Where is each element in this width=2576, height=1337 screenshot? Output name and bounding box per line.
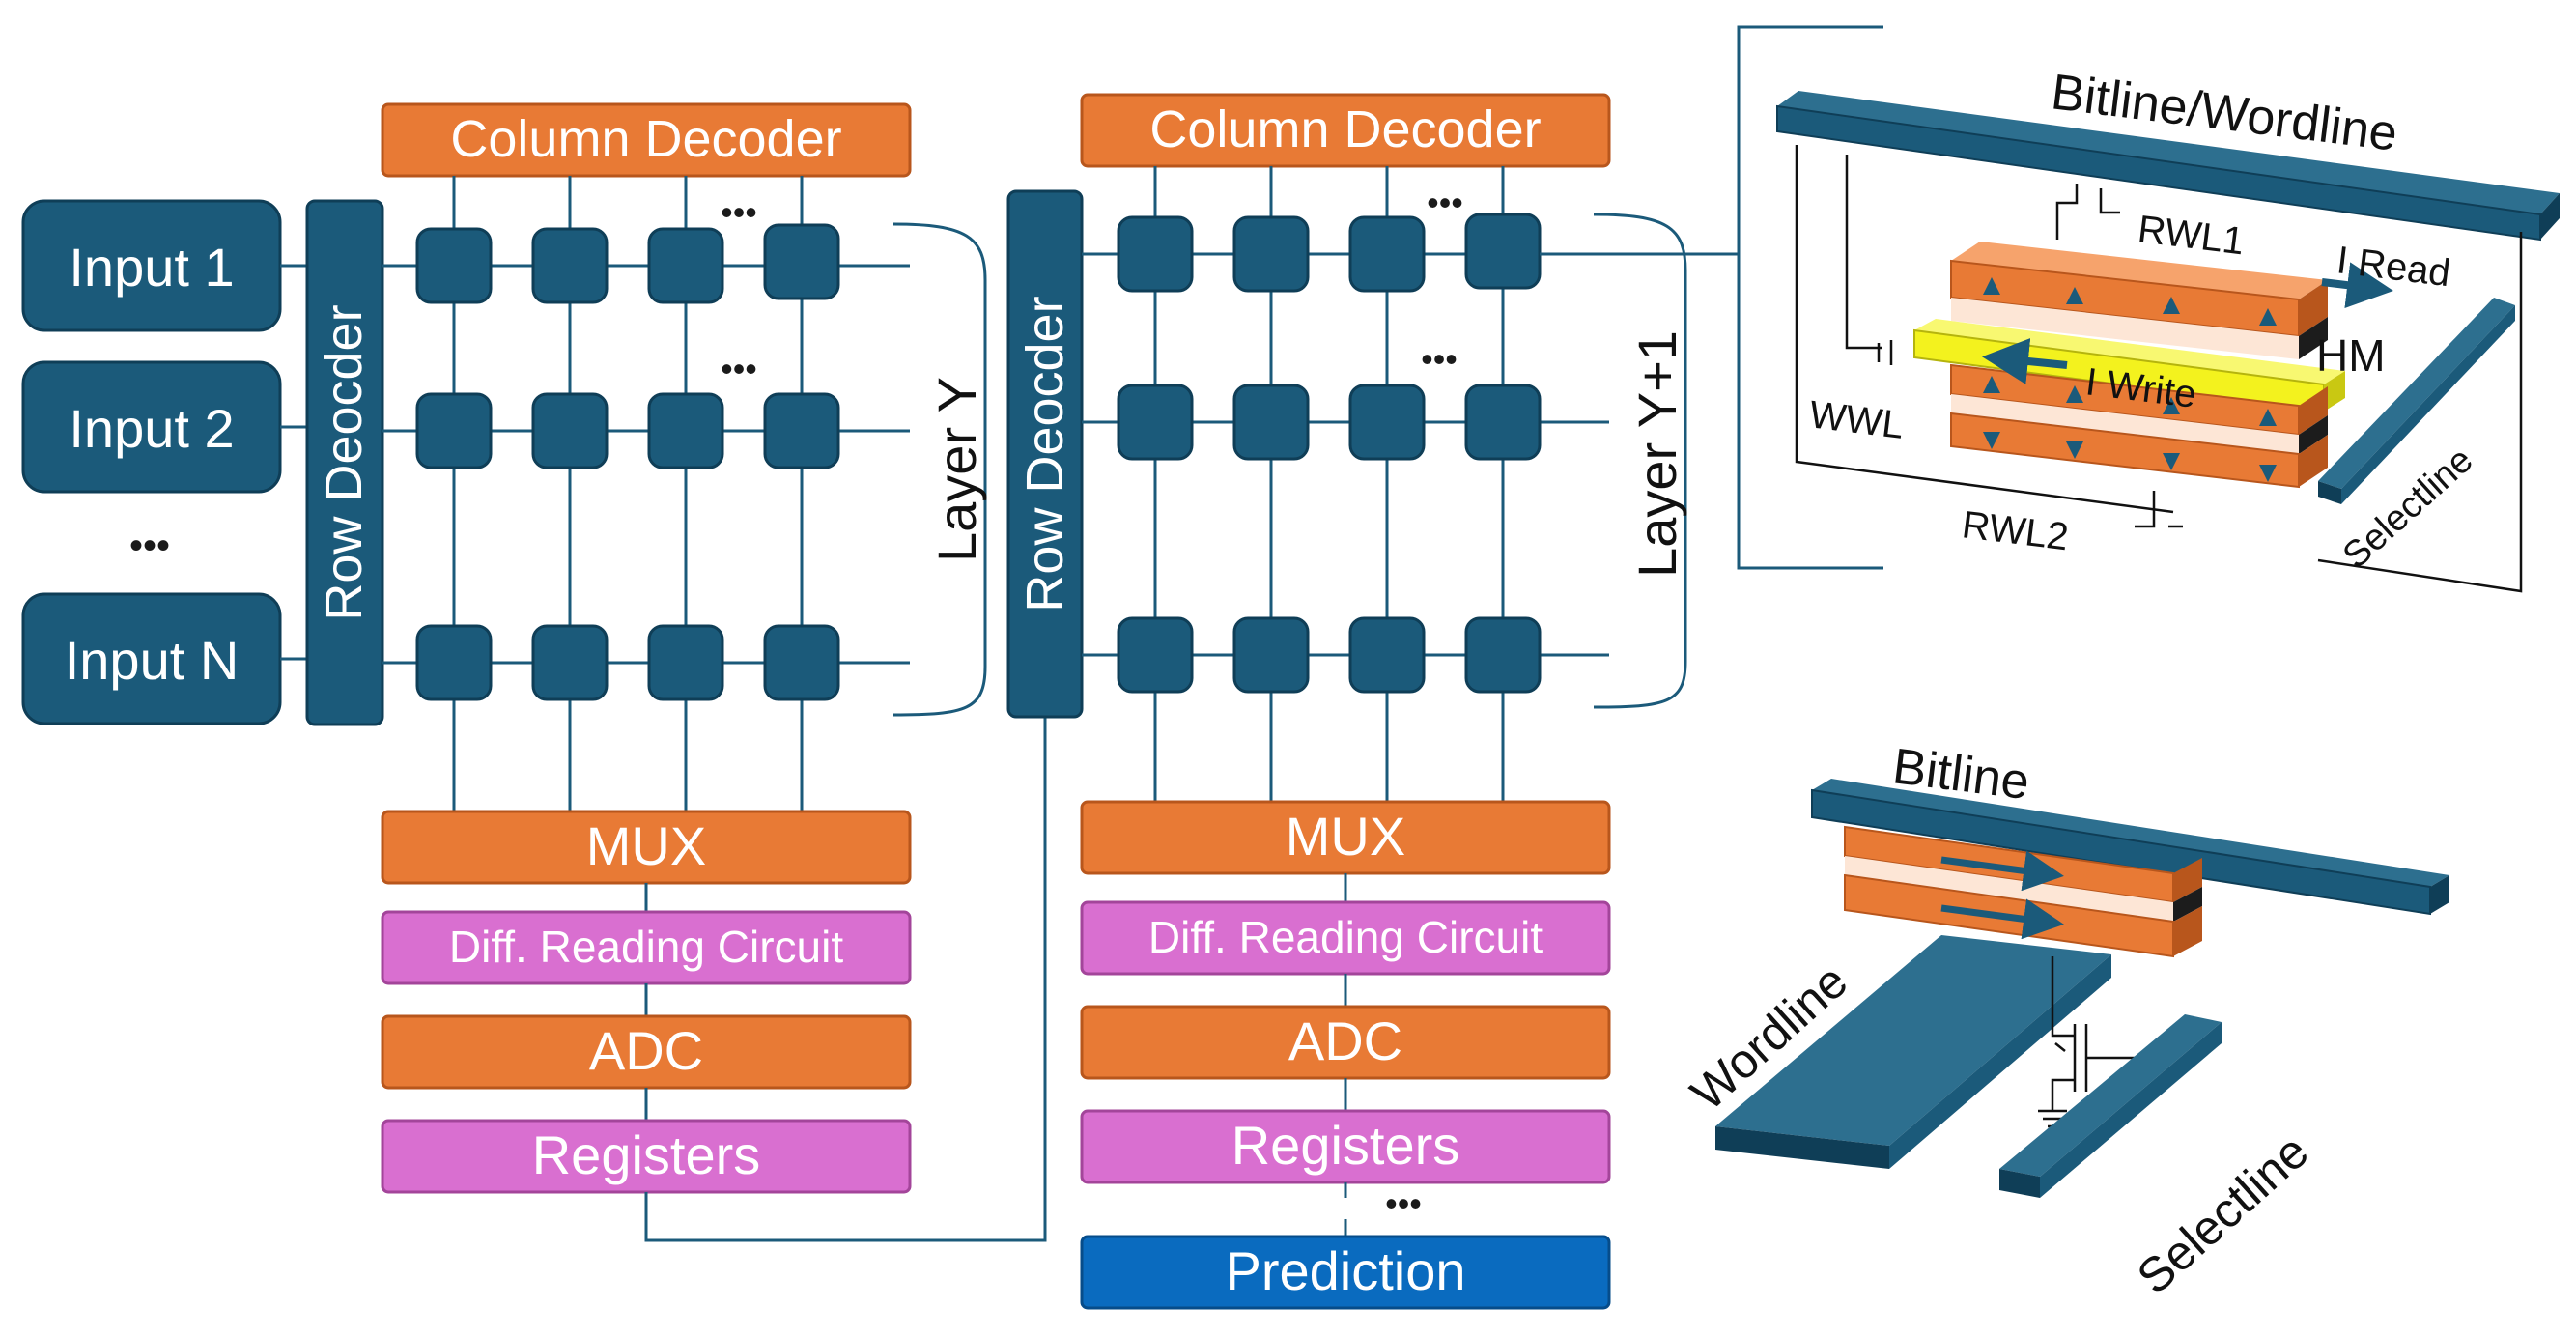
left-layer-label: Layer Y: [926, 377, 987, 562]
cell: [1464, 213, 1542, 290]
left-col-ellipsis-2: •••: [721, 349, 757, 388]
left-row-decoder: [305, 199, 384, 726]
left-mux-label: MUX: [586, 815, 706, 876]
cell: [1348, 384, 1426, 461]
right-col-ellipsis-2: •••: [1421, 339, 1458, 379]
i-write-arrow: [1982, 338, 2068, 384]
cell: [763, 624, 840, 701]
right-row-decoder-label: Row Deocder: [1016, 296, 1074, 612]
bottom-wordline-bar: [1715, 935, 2111, 1146]
right-diff-reading-label: Diff. Reading Circuit: [1148, 912, 1543, 962]
bottom-mtj-arrow-2: [1940, 898, 2064, 940]
rwl2-label: RWL2: [1960, 503, 2071, 558]
cell: [1117, 384, 1194, 461]
feedback-wire: [644, 717, 1047, 1242]
rwl1-label: RWL1: [2136, 208, 2247, 263]
input-n-label: Input N: [65, 630, 240, 691]
right-layer-brace: [1593, 213, 1687, 709]
cell: [1348, 616, 1426, 694]
cell: [531, 624, 609, 701]
left-column-decoder-label: Column Decoder: [450, 110, 841, 168]
i-read-arrow: [2321, 262, 2393, 309]
wwl-label: WWL: [1807, 393, 1906, 447]
mtj-stack: [1913, 242, 2345, 489]
bottom-selectline-bar: [1999, 1014, 2222, 1177]
left-diff-reading-label: Diff. Reading Circuit: [449, 922, 843, 972]
right-cells: [1117, 213, 1542, 694]
input-connectors: [280, 264, 307, 661]
cell: [647, 227, 724, 304]
cell: [1232, 384, 1310, 461]
input-2-label: Input 2: [69, 398, 234, 459]
input-ellipsis: •••: [129, 525, 170, 567]
left-adc-label: ADC: [589, 1020, 703, 1081]
detail-bracket: [1737, 25, 1883, 570]
right-column-decoder-label: Column Decoder: [1149, 100, 1541, 158]
left-cells: [415, 223, 840, 701]
right-row-decoder: [1006, 189, 1084, 719]
right-adc-label: ADC: [1288, 1010, 1402, 1071]
cell: [647, 624, 724, 701]
cell: [1464, 384, 1542, 461]
cell: [531, 227, 609, 304]
hm-label: HM: [2316, 330, 2386, 381]
cell-detail: Bitline/Wordline: [1776, 64, 2560, 593]
prediction-box: [1080, 1235, 1611, 1310]
left-column-decoder: [381, 102, 912, 178]
bottom-mtj-arrow-1: [1940, 850, 2064, 892]
cell: [763, 223, 840, 300]
bottom-selectline-label: Selectline: [2127, 1124, 2319, 1304]
cell: [1117, 616, 1194, 694]
right-array: Column Decoder Row Deocder •••: [1006, 93, 1687, 1310]
left-row-decoder-label: Row Deocder: [315, 304, 373, 620]
left-array: Column Decoder Row Deocder: [305, 102, 987, 1194]
cell: [1232, 616, 1310, 694]
detail-wires: [1795, 145, 2523, 593]
cell: [531, 392, 609, 469]
input-column: Input 1 Input 2 ••• Input N: [21, 199, 282, 725]
right-column-decoder: [1080, 93, 1611, 168]
cell: [763, 392, 840, 469]
right-more-ellipsis: •••: [1385, 1183, 1422, 1223]
left-registers-label: Registers: [532, 1124, 761, 1185]
bottom-cell: Bitline Wordline Selectline: [1681, 738, 2449, 1304]
bitline-wordline-bar: [1777, 91, 2560, 214]
cell: [415, 392, 493, 469]
right-mux-label: MUX: [1286, 806, 1405, 867]
left-col-ellipsis-1: •••: [721, 192, 757, 232]
left-layer-brace: [892, 222, 987, 717]
input-1-label: Input 1: [69, 237, 234, 298]
heavy-metal-layer: [1914, 319, 2345, 384]
spin-arrows: [1983, 277, 2277, 482]
cell: [1348, 215, 1426, 293]
cell: [1232, 215, 1310, 293]
bottom-transistor: [2038, 956, 2164, 1128]
right-layer-label: Layer Y+1: [1627, 330, 1687, 578]
cell: [1464, 616, 1542, 694]
cell: [647, 392, 724, 469]
cell: [415, 624, 493, 701]
prediction-label: Prediction: [1225, 1240, 1465, 1301]
cell: [415, 227, 493, 304]
cell: [1117, 215, 1194, 293]
right-col-ellipsis-1: •••: [1427, 183, 1463, 222]
right-registers-label: Registers: [1231, 1115, 1460, 1176]
selectline-bar: [2318, 298, 2515, 489]
bottom-bitline-bar: [1812, 779, 2449, 887]
